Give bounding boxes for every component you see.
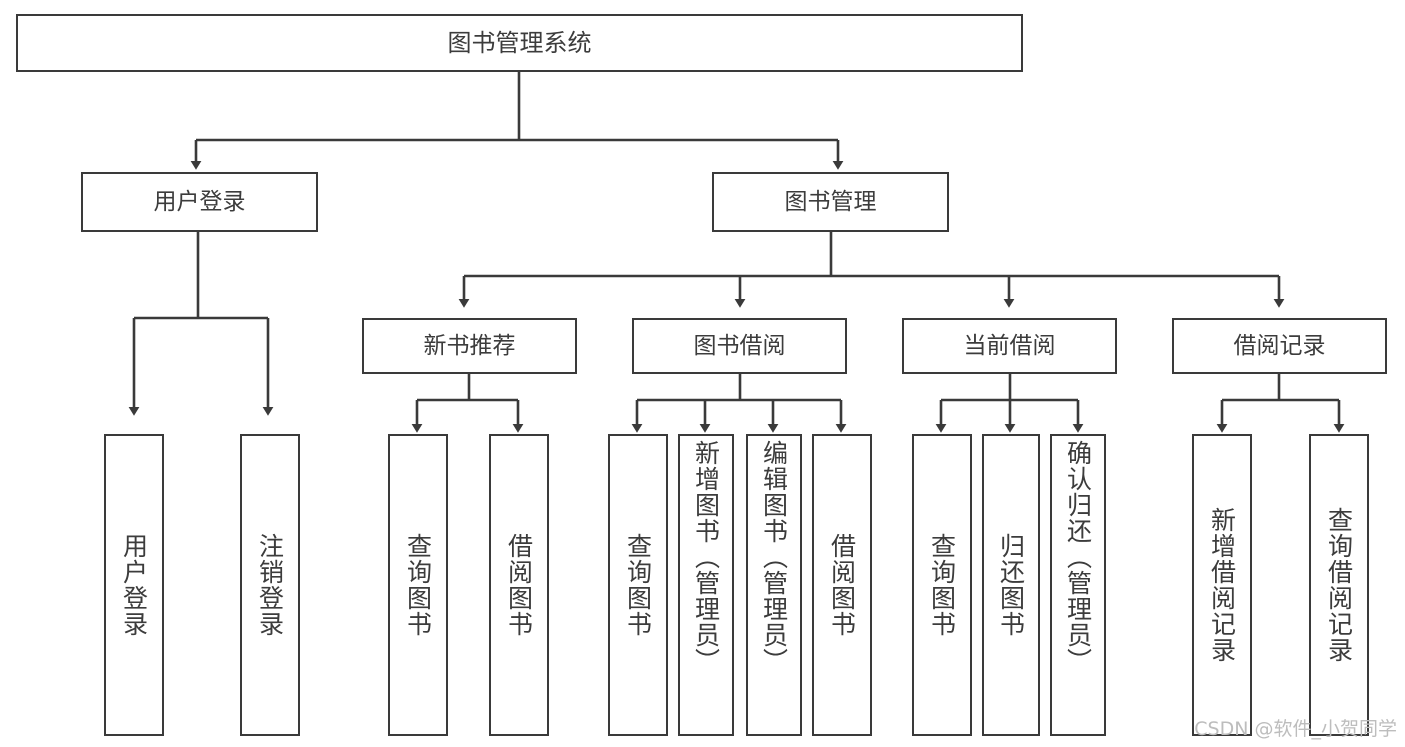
- node-label: 新增图书（管理员）: [691, 440, 721, 674]
- node-label: 查询借阅记录: [1324, 507, 1354, 663]
- node-user-login[interactable]: 用户登录: [81, 172, 318, 232]
- node-new-book-recommend[interactable]: 新书推荐: [362, 318, 577, 374]
- node-label: 编辑图书（管理员）: [759, 440, 789, 674]
- node-label: 用户登录: [153, 188, 246, 215]
- node-label: 新增借阅记录: [1207, 507, 1237, 663]
- node-label: 新书推荐: [423, 332, 516, 359]
- leaf-current-borrow-return-book[interactable]: 归还图书: [982, 434, 1040, 736]
- leaf-new-book-borrow-book[interactable]: 借阅图书: [489, 434, 549, 736]
- leaf-borrow-record-add-record[interactable]: 新增借阅记录: [1192, 434, 1252, 736]
- node-label: 查询图书: [403, 533, 433, 637]
- node-label: 用户登录: [119, 533, 149, 637]
- node-current-borrow[interactable]: 当前借阅: [902, 318, 1117, 374]
- node-label: 查询图书: [623, 533, 653, 637]
- node-book-borrow[interactable]: 图书借阅: [632, 318, 847, 374]
- node-label: 查询图书: [927, 533, 957, 637]
- node-label: 图书管理: [784, 188, 877, 215]
- node-label: 借阅图书: [504, 533, 534, 637]
- leaf-borrow-record-query-record[interactable]: 查询借阅记录: [1309, 434, 1369, 736]
- node-book-management[interactable]: 图书管理: [712, 172, 949, 232]
- node-label: 当前借阅: [963, 332, 1056, 359]
- leaf-user-login-login[interactable]: 用户登录: [104, 434, 164, 736]
- leaf-current-borrow-confirm-return-admin[interactable]: 确认归还（管理员）: [1050, 434, 1106, 736]
- node-label: 确认归还（管理员）: [1063, 440, 1093, 674]
- node-label: 归还图书: [996, 533, 1026, 637]
- node-label: 图书借阅: [693, 332, 786, 359]
- node-borrow-record[interactable]: 借阅记录: [1172, 318, 1387, 374]
- node-label: 注销登录: [255, 533, 285, 637]
- node-root-book-management-system[interactable]: 图书管理系统: [16, 14, 1023, 72]
- leaf-user-login-logout[interactable]: 注销登录: [240, 434, 300, 736]
- node-label: 图书管理系统: [447, 29, 592, 57]
- leaf-book-borrow-add-book-admin[interactable]: 新增图书（管理员）: [678, 434, 734, 736]
- leaf-book-borrow-query-book[interactable]: 查询图书: [608, 434, 668, 736]
- leaf-current-borrow-query-book[interactable]: 查询图书: [912, 434, 972, 736]
- node-label: 借阅图书: [827, 533, 857, 637]
- watermark: CSDN @软件_小贺同学: [1194, 718, 1397, 740]
- leaf-book-borrow-edit-book-admin[interactable]: 编辑图书（管理员）: [746, 434, 802, 736]
- leaf-new-book-query-book[interactable]: 查询图书: [388, 434, 448, 736]
- node-label: 借阅记录: [1233, 332, 1326, 359]
- leaf-book-borrow-borrow-book[interactable]: 借阅图书: [812, 434, 872, 736]
